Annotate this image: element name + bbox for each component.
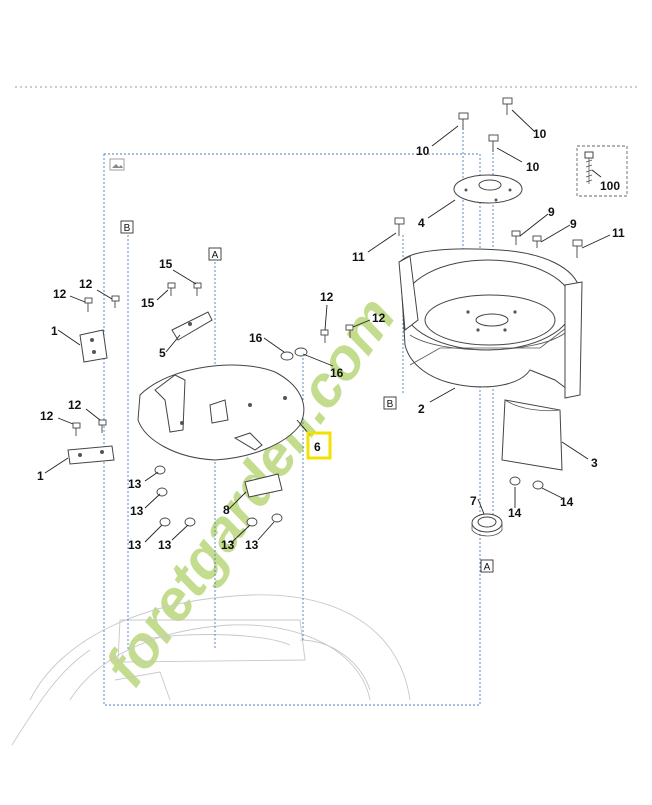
- label-9-a: 9: [548, 205, 555, 219]
- label-15-a: 15: [159, 257, 173, 271]
- nut-13d: [184, 517, 196, 527]
- label-14-b: 14: [560, 495, 574, 509]
- label-10-b: 10: [533, 127, 547, 141]
- deflector: [501, 399, 563, 471]
- screw-10a: [458, 112, 469, 130]
- screw-12a: [84, 297, 93, 312]
- plate-8: [244, 473, 283, 498]
- label-4: 4: [418, 216, 425, 230]
- nuts: [154, 347, 544, 527]
- screw-10b: [502, 97, 513, 115]
- screw-12e: [72, 422, 81, 436]
- nut-13e: [246, 517, 258, 527]
- label-13-a: 13: [128, 477, 142, 491]
- label-9-b: 9: [570, 217, 577, 231]
- label-12-f: 12: [40, 409, 54, 423]
- label-10-a: 10: [416, 144, 430, 158]
- label-7: 7: [470, 494, 477, 508]
- nut-16a: [280, 351, 294, 361]
- label-13-f: 13: [245, 538, 259, 552]
- engine-outline: [11, 594, 411, 746]
- label-11-b: 11: [612, 226, 625, 240]
- ref-b-right: B: [387, 399, 394, 410]
- fasteners: [72, 97, 583, 436]
- screw-12c: [320, 329, 329, 343]
- detail-frame: [103, 153, 481, 706]
- top-plate: [453, 174, 523, 204]
- label-15-b: 15: [141, 296, 155, 310]
- label-6: 6: [314, 440, 321, 454]
- part-100-box: [576, 145, 628, 197]
- highlight-6: [306, 431, 332, 460]
- screw-10c: [488, 134, 499, 152]
- label-12-a: 12: [79, 277, 93, 291]
- label-3: 3: [591, 456, 598, 470]
- label-12-e: 12: [68, 398, 82, 412]
- image-icon: [109, 158, 125, 171]
- bracket-lower: [67, 445, 115, 465]
- label-13-c: 13: [128, 538, 142, 552]
- ref-markers: B A B A: [120, 220, 494, 573]
- label-13-d: 13: [158, 538, 172, 552]
- label-16-b: 16: [330, 366, 344, 380]
- label-5: 5: [159, 346, 166, 360]
- label-13-b: 13: [130, 504, 144, 518]
- screw-9a: [511, 230, 521, 245]
- base-plate: [137, 364, 305, 461]
- label-12-d: 12: [372, 311, 386, 325]
- ref-b-top: B: [124, 223, 131, 234]
- ref-a-bottom: A: [484, 562, 491, 573]
- nut-14b: [532, 480, 544, 490]
- bracket-upper: [79, 329, 108, 363]
- seal-ring: [471, 513, 503, 537]
- label-10-c: 10: [526, 160, 540, 174]
- screw-11b: [572, 239, 583, 258]
- label-8: 8: [223, 503, 230, 517]
- screw-12d: [345, 324, 354, 338]
- screw-9b: [532, 235, 542, 248]
- label-11-a: 11: [352, 250, 365, 264]
- ref-a-top: A: [212, 250, 219, 261]
- nut-14a: [509, 476, 521, 486]
- nut-13f: [271, 513, 283, 523]
- label-12-b: 12: [53, 287, 67, 301]
- label-1-b: 1: [37, 469, 44, 483]
- clip-5: [171, 311, 213, 341]
- screw-15a: [167, 282, 176, 296]
- screw-12b: [111, 295, 120, 308]
- label-12-c: 12: [320, 290, 334, 304]
- screw-12f: [98, 419, 107, 433]
- label-16-a: 16: [249, 331, 263, 345]
- label-100: 100: [600, 179, 620, 193]
- screw-15b: [193, 282, 202, 296]
- fan-housing: [398, 248, 583, 399]
- label-14-a: 14: [508, 506, 522, 520]
- label-13-e: 13: [221, 538, 235, 552]
- label-1-a: 1: [51, 324, 58, 338]
- part-labels: 10 10 10 100 4 11 11 9 9 2 3 7 14 14 12 …: [37, 127, 625, 552]
- nut-13c: [159, 517, 171, 527]
- screw-11a: [394, 217, 405, 236]
- label-2: 2: [418, 402, 425, 416]
